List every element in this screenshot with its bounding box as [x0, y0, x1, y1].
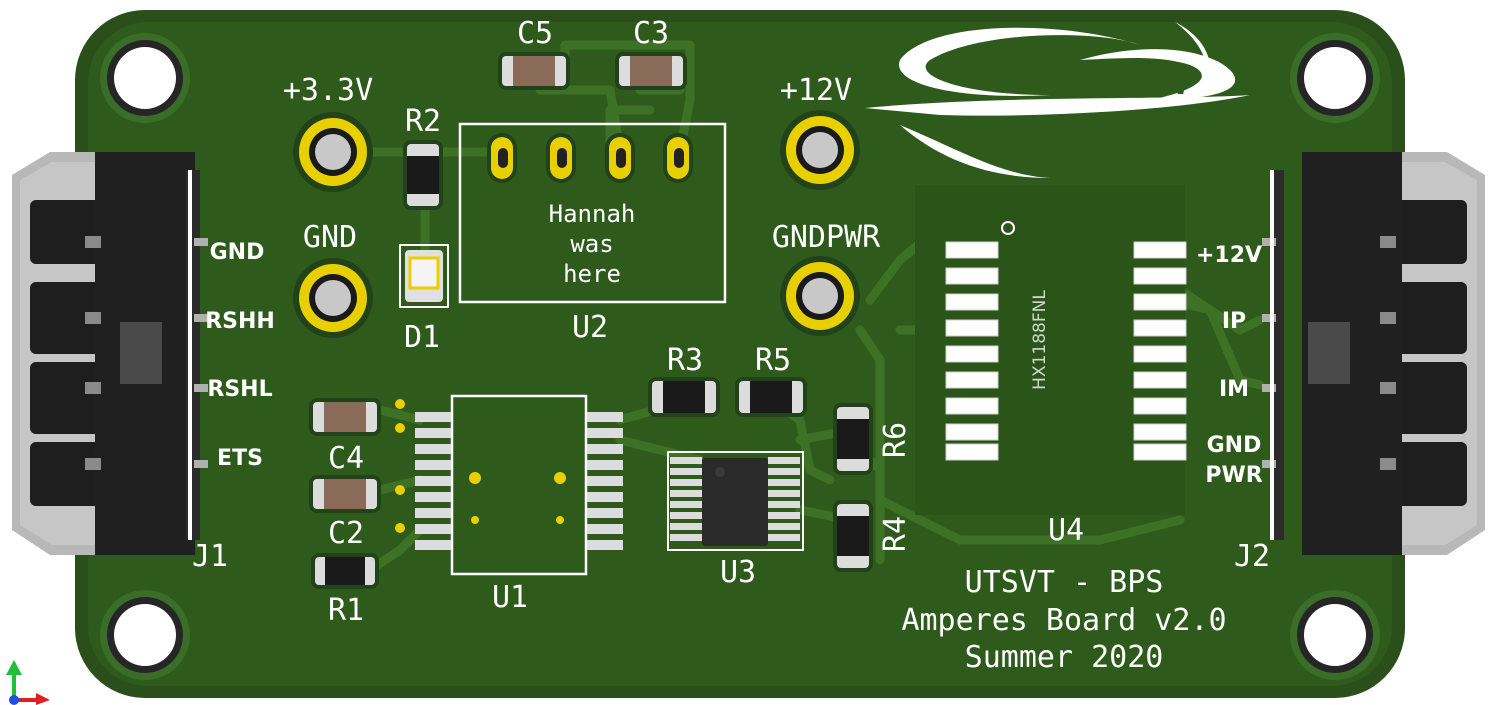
label-u2: U2: [572, 310, 608, 345]
label-r2: R2: [405, 104, 441, 139]
connector-j2: [1262, 152, 1485, 555]
testpoint-12v: [780, 110, 860, 190]
copper-traces: [330, 40, 1265, 575]
j2-pin-ip: IP: [1222, 309, 1246, 334]
testpoint-gndpwr: [780, 256, 860, 336]
label-r4: R4: [878, 516, 913, 552]
chip-u3: [667, 451, 804, 551]
chip-u4: [945, 221, 1187, 461]
logo-text: UTSVT: [1075, 64, 1188, 99]
label-c5: C5: [517, 16, 553, 51]
label-tp-3v3: +3.3V: [283, 73, 373, 108]
label-c4: C4: [328, 441, 364, 476]
label-u3: U3: [720, 555, 756, 590]
u2-note-line1: Hannah: [549, 200, 636, 228]
mounting-hole-top-right: [1290, 33, 1380, 123]
led-d1: [399, 244, 449, 308]
j1-pin-rshl: RSHL: [207, 377, 272, 402]
board-title-line1: UTSVT - BPS: [965, 565, 1164, 600]
j1-pin-ets: ETS: [217, 446, 263, 471]
label-u4: U4: [1048, 513, 1084, 548]
u2-outline: [458, 122, 727, 304]
testpoint-3v3: [293, 112, 373, 192]
label-r1: R1: [328, 593, 364, 628]
label-j1: J1: [192, 539, 228, 574]
mounting-hole-bottom-right: [1290, 590, 1380, 680]
resistor-r2: [403, 140, 443, 210]
label-r3: R3: [667, 343, 703, 378]
label-tp-gnd: GND: [303, 220, 357, 255]
label-j2: J2: [1234, 539, 1270, 574]
resistor-r1: [311, 553, 379, 589]
resistor-r4: [833, 500, 873, 572]
u4-part-number: HX1188FNL: [1030, 290, 1050, 390]
u2-note-line2: was: [570, 230, 613, 258]
j1-pin-rshh: RSHH: [205, 309, 275, 334]
resistor-r6: [833, 403, 873, 475]
xyz-axis-icon: [6, 660, 50, 705]
resistor-r5: [735, 377, 807, 417]
board-title-line2: Amperes Board v2.0: [901, 603, 1226, 638]
label-c3: C3: [633, 16, 669, 51]
label-r6: R6: [878, 422, 913, 458]
testpoint-gnd: [293, 258, 373, 338]
cap-c4: [309, 398, 381, 436]
j2-pin-im: IM: [1219, 377, 1249, 402]
label-c2: C2: [328, 516, 364, 551]
mounting-hole-top-left: [100, 33, 190, 123]
j2-pin-gnd: GND: [1207, 433, 1262, 458]
label-tp-12v: +12V: [780, 73, 852, 108]
label-u1: U1: [492, 580, 528, 615]
connector-j1: [12, 152, 208, 555]
cap-c2: [309, 475, 381, 513]
cap-c5: [498, 52, 570, 90]
utsvt-logo: UTSVT: [865, 22, 1250, 178]
cap-c3: [615, 52, 687, 90]
u2-note-line3: here: [563, 260, 621, 288]
j2-pin-pwr: PWR: [1205, 463, 1262, 488]
j2-pin-12v: +12V: [1196, 243, 1262, 268]
board-title-line3: Summer 2020: [965, 640, 1164, 675]
mounting-hole-bottom-left: [100, 590, 190, 680]
label-d1: D1: [404, 320, 440, 355]
label-r5: R5: [755, 343, 791, 378]
j1-pin-gnd: GND: [210, 240, 265, 265]
label-tp-gndpwr: GNDPWR: [772, 220, 881, 255]
chip-u1: [395, 394, 623, 576]
u2-pins: [487, 133, 693, 183]
resistor-r3: [648, 377, 720, 417]
